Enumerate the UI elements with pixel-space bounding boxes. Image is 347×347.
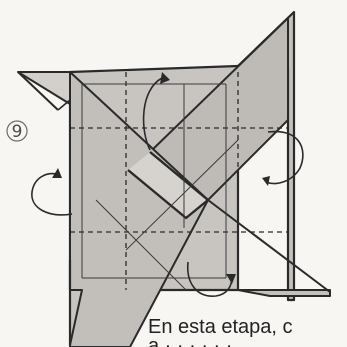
caption-line-2: a · · · · · · xyxy=(148,335,232,347)
rotate-arrow-left xyxy=(32,168,72,215)
step-number-badge: 9 xyxy=(7,121,27,142)
flap-top-left xyxy=(18,72,70,104)
step-number: 9 xyxy=(12,122,23,142)
folded-model xyxy=(18,12,330,347)
flap-bottom-right xyxy=(238,290,330,296)
